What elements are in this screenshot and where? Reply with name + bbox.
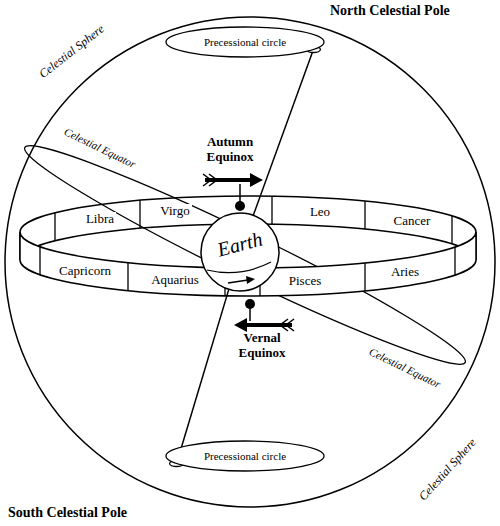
zodiac-divider xyxy=(271,196,272,224)
zodiac-sign: Libra xyxy=(84,212,116,226)
zodiac-sign: Aries xyxy=(389,265,421,279)
zodiac-sign: Capricorn xyxy=(57,264,113,278)
autumn-tick xyxy=(239,184,241,202)
sign-name: Cancer xyxy=(392,214,433,228)
rotation-arrow-head xyxy=(246,276,255,284)
equator-label: Celestial Equator xyxy=(62,125,138,171)
zodiac-divider xyxy=(39,247,40,275)
globe-line xyxy=(207,262,271,273)
ellipse-outline xyxy=(166,441,324,471)
globe-circle xyxy=(201,213,279,291)
precessional-circle: Precessional circle xyxy=(165,440,325,472)
zodiac-divider xyxy=(127,263,128,291)
pole-label: North Celestial Pole xyxy=(330,3,450,19)
vernal-tick xyxy=(249,308,251,321)
vernal-arrow-head xyxy=(234,318,247,332)
sign-name: Virgo xyxy=(158,204,191,218)
autumn-arrow-feathers xyxy=(203,174,217,186)
equator-label: Celestial Equator xyxy=(367,345,443,391)
circle-name: Precessional circle xyxy=(204,36,286,48)
polar-axis xyxy=(253,50,313,216)
zodiac-sign: Aquarius xyxy=(149,273,201,287)
celestial-sphere xyxy=(5,17,495,507)
sphere-label: Celestial Sphere xyxy=(37,22,107,81)
zodiac-sign: Cancer xyxy=(392,214,433,228)
sign-name: Capricorn xyxy=(57,264,113,278)
celestial-equator xyxy=(15,128,475,382)
sign-name: Aries xyxy=(389,265,421,279)
sign-name: Libra xyxy=(84,212,116,226)
precessional-circle: Precessional circle xyxy=(165,26,325,58)
sign-name: Aquarius xyxy=(149,273,201,287)
zodiac-divider xyxy=(364,263,365,291)
zodiac-divider xyxy=(139,200,140,228)
autumn-equinox-point xyxy=(235,201,245,211)
zodiac-divider xyxy=(451,216,452,244)
rotation-arrow xyxy=(228,280,248,283)
equinox-label: Vernal Equinox xyxy=(226,331,298,361)
sign-name: Pisces xyxy=(287,274,324,288)
autumn-arrow-head xyxy=(250,173,263,187)
vernal-equinox-point xyxy=(245,299,255,309)
polar-axis xyxy=(177,289,229,463)
zodiac-dividers xyxy=(40,196,455,296)
zodiac-sign: Pisces xyxy=(287,274,324,288)
sphere-label: Celestial Sphere xyxy=(417,436,480,504)
zodiac-divider xyxy=(54,213,55,241)
earth-globe: Earth xyxy=(200,212,280,292)
pole-label: South Celestial Pole xyxy=(8,505,127,521)
vernal-arrow-feathers xyxy=(280,319,294,331)
zodiac-divider xyxy=(454,247,455,275)
zodiac-sign: Leo xyxy=(308,205,332,219)
sign-name: Leo xyxy=(308,205,332,219)
ellipse-outline xyxy=(166,27,324,57)
circle-name: Precessional circle xyxy=(204,450,286,462)
equinox-label: Autumn Equinox xyxy=(194,135,266,165)
zodiac-sign: Virgo xyxy=(158,204,191,218)
zodiac-divider xyxy=(364,201,365,229)
